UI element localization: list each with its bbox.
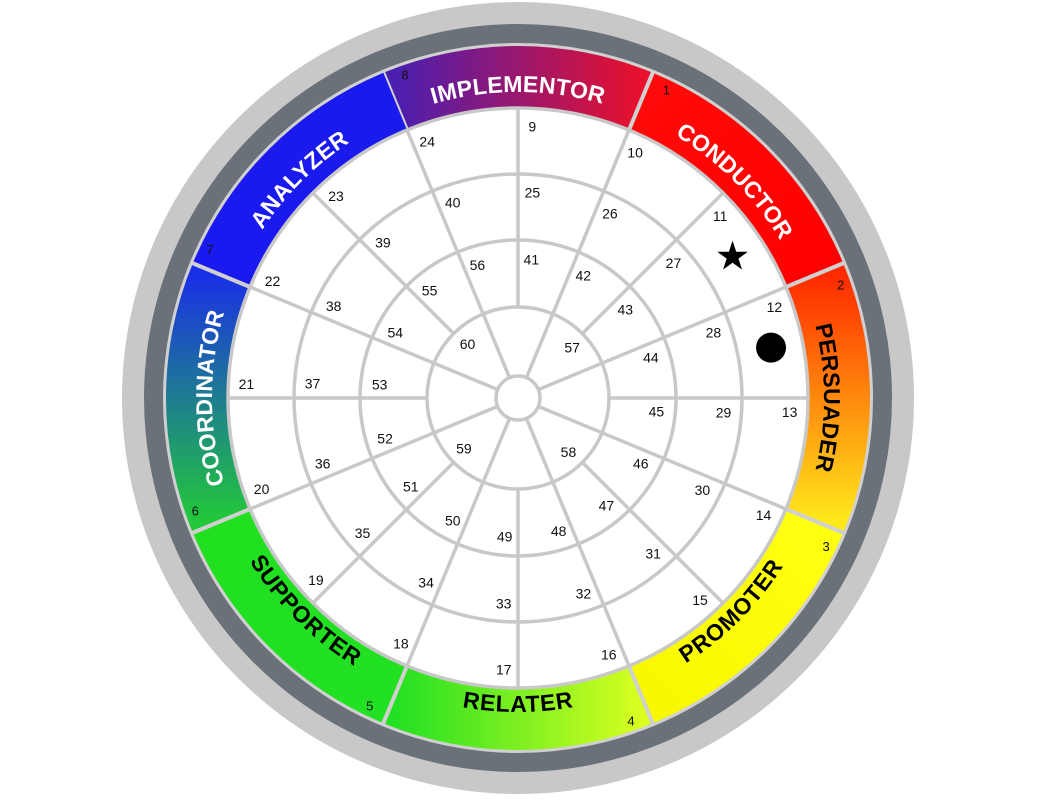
- cell-number-39: 39: [375, 235, 391, 251]
- cell-number-19: 19: [308, 572, 324, 588]
- cell-number-20: 20: [254, 481, 270, 497]
- grid-lines: [226, 106, 810, 690]
- sector-band-coordinator: [165, 263, 251, 533]
- sector-band-analyzer: [192, 72, 408, 288]
- cell-number-60: 60: [460, 336, 476, 352]
- cell-number-26: 26: [602, 206, 618, 222]
- cell-number-47: 47: [599, 497, 615, 513]
- cell-number-10: 10: [627, 144, 643, 160]
- cell-number-31: 31: [645, 545, 661, 561]
- cell-number-53: 53: [372, 377, 388, 393]
- cell-number-25: 25: [525, 185, 541, 201]
- cell-number-46: 46: [633, 455, 649, 471]
- cell-number-56: 56: [470, 257, 486, 273]
- grid-spoke: [249, 285, 499, 392]
- cell-number-38: 38: [326, 298, 342, 314]
- sector-divider: [627, 665, 656, 726]
- sector-divider: [380, 665, 409, 726]
- cell-number-15: 15: [692, 592, 708, 608]
- sector-number: 2: [837, 277, 844, 292]
- markers: ★: [715, 234, 787, 363]
- sector-label-relater: RELATER: [461, 686, 574, 717]
- cell-number-35: 35: [355, 525, 371, 541]
- grid-spoke: [311, 191, 455, 335]
- cell-number-32: 32: [576, 585, 592, 601]
- cell-number-12: 12: [767, 299, 783, 315]
- cell-number-37: 37: [305, 376, 321, 392]
- grid-spoke: [537, 404, 787, 511]
- grid-spoke: [581, 191, 725, 335]
- cell-number-41: 41: [524, 252, 540, 268]
- sector-band-conductor: [628, 72, 844, 288]
- cell-number-23: 23: [328, 188, 344, 204]
- sector-divider: [627, 70, 656, 131]
- cell-number-48: 48: [551, 523, 567, 539]
- cell-number-28: 28: [706, 325, 722, 341]
- cell-number-24: 24: [419, 134, 435, 150]
- cell-number-55: 55: [422, 283, 438, 299]
- cell-number-11: 11: [713, 208, 728, 224]
- cell-number-43: 43: [617, 302, 633, 318]
- sector-divider: [190, 260, 251, 289]
- grid-spoke: [405, 417, 512, 667]
- cell-number-52: 52: [377, 431, 393, 447]
- cell-number-45: 45: [649, 403, 665, 419]
- cell-number-57: 57: [564, 340, 580, 356]
- cell-numbers: 9 10 11 12 13 14 15 16 17 18 19 20 21 22 23 24 25 26 27 28 2…: [239, 118, 798, 677]
- cell-number-27: 27: [666, 255, 682, 271]
- cell-number-36: 36: [315, 455, 331, 471]
- sector-band-persuader: [785, 263, 870, 533]
- cell-number-18: 18: [393, 636, 409, 652]
- cell-number-54: 54: [387, 325, 403, 341]
- sector-number: 6: [192, 504, 199, 519]
- cell-number-58: 58: [561, 444, 577, 460]
- sector-number: 8: [401, 68, 408, 83]
- cell-number-59: 59: [456, 440, 472, 456]
- cell-number-14: 14: [756, 507, 772, 523]
- sector-band-promoter: [628, 508, 844, 724]
- sector-band-implementor: [383, 45, 653, 131]
- grid-ring: [494, 374, 542, 422]
- cell-number-16: 16: [601, 646, 617, 662]
- cell-number-30: 30: [695, 482, 711, 498]
- cell-number-21: 21: [239, 376, 255, 392]
- sector-number: 1: [663, 82, 670, 97]
- cell-number-49: 49: [497, 528, 513, 544]
- cell-number-40: 40: [445, 195, 461, 211]
- cell-number-51: 51: [403, 478, 419, 494]
- cell-number-13: 13: [782, 404, 798, 420]
- sector-number: 3: [823, 539, 830, 554]
- grid-spoke: [249, 404, 499, 511]
- sector-band-relater: [383, 665, 653, 750]
- cell-number-34: 34: [418, 574, 434, 590]
- sector-divider: [190, 507, 251, 536]
- sector-divider: [785, 260, 846, 289]
- cell-number-17: 17: [496, 662, 512, 678]
- sector-divider: [785, 507, 846, 536]
- sector-band-supporter: [192, 508, 408, 724]
- grid-spoke: [311, 461, 455, 605]
- grid-spoke: [581, 461, 725, 605]
- star-marker-icon: ★: [715, 234, 751, 280]
- sector-number: 7: [206, 242, 213, 257]
- dot-marker-icon: [756, 332, 787, 363]
- grid-spoke: [524, 417, 631, 667]
- cell-number-42: 42: [575, 267, 591, 283]
- cell-number-33: 33: [496, 595, 512, 611]
- grid-spoke: [524, 129, 631, 379]
- grid-spoke: [537, 285, 787, 392]
- cell-number-50: 50: [445, 513, 461, 529]
- sector-number: 4: [627, 713, 634, 728]
- cell-number-29: 29: [716, 404, 732, 420]
- cell-number-44: 44: [643, 349, 659, 365]
- cell-number-9: 9: [528, 118, 536, 134]
- cell-number-22: 22: [265, 273, 281, 289]
- sector-number: 5: [366, 699, 373, 714]
- grid-spoke: [405, 129, 512, 379]
